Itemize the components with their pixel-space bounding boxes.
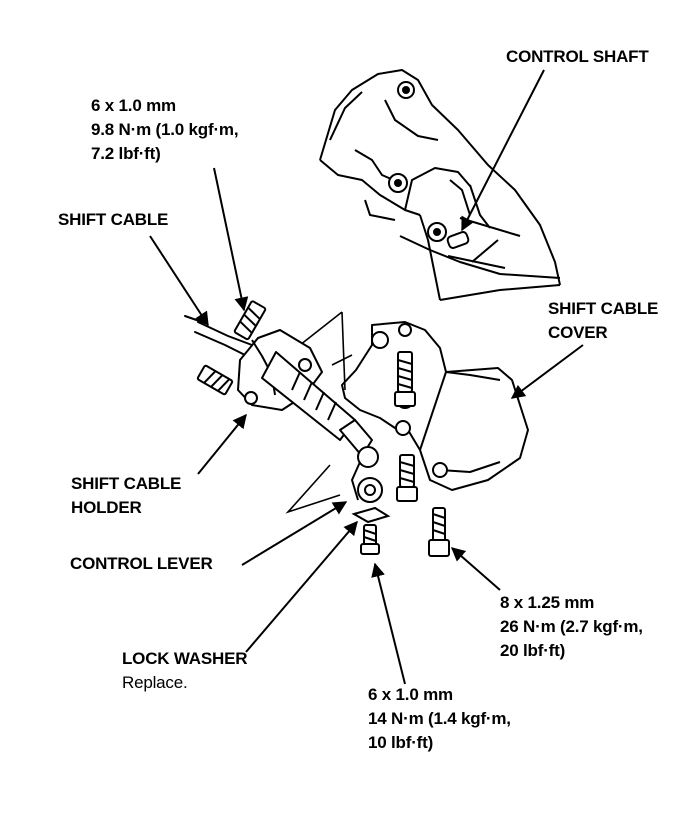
label-right-bolt-spec: 8 x 1.25 mm 26 N·m (2.7 kgf·m, 20 lbf·ft… [500, 591, 643, 663]
shift-cable-cover-line1: SHIFT CABLE [548, 299, 659, 318]
housing-boss-2-hole [394, 179, 402, 187]
leader-cable-holder [197, 413, 247, 475]
holder-bolt-left [196, 364, 234, 396]
cover-bolt-middle [396, 454, 418, 502]
lock-washer-text: LOCK WASHER [122, 649, 248, 668]
lock-washer [351, 506, 391, 524]
label-shift-cable: SHIFT CABLE [58, 208, 168, 232]
cover-bolt-8x125 [428, 507, 450, 557]
bottom-bolt-size: 6 x 1.0 mm [368, 685, 453, 704]
lock-washer-note: Replace. [122, 673, 188, 692]
top-bolt-torque-2: 7.2 lbf·ft) [91, 144, 161, 163]
control-shaft [446, 231, 470, 249]
leader-lock-washer [245, 520, 358, 653]
leader-bottom-bolt [371, 562, 406, 685]
control-shaft-text: CONTROL SHAFT [506, 47, 649, 66]
label-bottom-bolt-spec: 6 x 1.0 mm 14 N·m (1.4 kgf·m, 10 lbf·ft) [368, 683, 511, 755]
label-shift-cable-cover: SHIFT CABLE COVER [548, 297, 658, 345]
shift-cable-holder [237, 329, 373, 457]
holder-bolt-top [233, 300, 267, 341]
leader-cable-cover [510, 344, 584, 399]
transmission-housing [319, 69, 561, 301]
right-bolt-size: 8 x 1.25 mm [500, 593, 595, 612]
control-lever-text: CONTROL LEVER [70, 554, 213, 573]
label-control-lever: CONTROL LEVER [70, 552, 213, 576]
housing-boss-3-hole [433, 228, 441, 236]
top-bolt-size: 6 x 1.0 mm [91, 96, 176, 115]
leader-right-bolt [450, 547, 501, 591]
control-lever [351, 446, 383, 503]
leader-control-shaft [461, 69, 545, 232]
right-bolt-torque-1: 26 N·m (2.7 kgf·m, [500, 617, 643, 636]
label-control-shaft: CONTROL SHAFT [506, 45, 649, 69]
leader-shift-cable [149, 235, 209, 327]
shift-cable-text: SHIFT CABLE [58, 210, 169, 229]
leader-top-bolt [213, 167, 249, 312]
top-bolt-torque-1: 9.8 N·m (1.0 kgf·m, [91, 120, 239, 139]
bottom-bolt-torque-2: 10 lbf·ft) [368, 733, 434, 752]
right-bolt-torque-2: 20 lbf·ft) [500, 641, 566, 660]
label-shift-cable-holder: SHIFT CABLE HOLDER [71, 472, 181, 520]
leader-control-lever [241, 501, 348, 566]
cover-bolt-upper [394, 351, 416, 407]
control-lever-bolt [360, 524, 380, 555]
housing-boss-1-hole [402, 86, 410, 94]
bottom-bolt-torque-1: 14 N·m (1.4 kgf·m, [368, 709, 511, 728]
shift-cable-cover [341, 321, 529, 491]
label-lock-washer: LOCK WASHER Replace. [122, 647, 248, 695]
shift-cable-cover-line2: COVER [548, 323, 608, 342]
shift-cable-holder-line1: SHIFT CABLE [71, 474, 182, 493]
label-top-bolt-spec: 6 x 1.0 mm 9.8 N·m (1.0 kgf·m, 7.2 lbf·f… [91, 94, 239, 166]
shift-cable-holder-line2: HOLDER [71, 498, 142, 517]
